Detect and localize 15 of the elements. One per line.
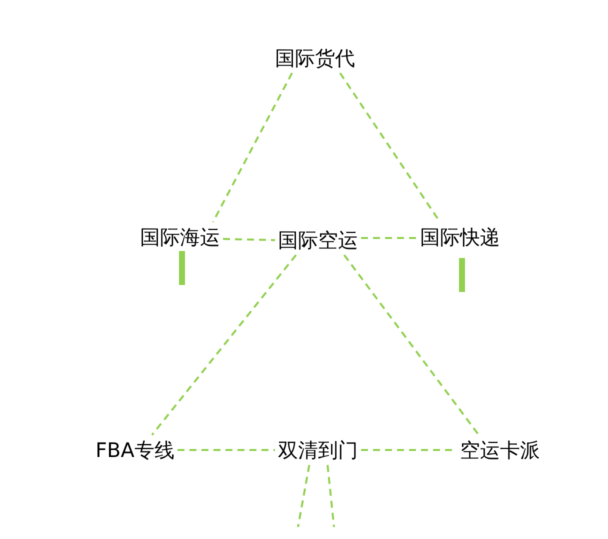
connector-line <box>326 464 335 528</box>
connector-line <box>212 72 293 222</box>
node-label: 国际海运 <box>140 225 220 249</box>
connector-line <box>222 238 276 242</box>
connector-line <box>177 449 275 451</box>
connector-line <box>343 254 480 436</box>
connector-line <box>297 464 310 528</box>
node-label: 国际货代 <box>275 46 355 70</box>
node-label: 双清到门 <box>278 438 358 462</box>
node-label: 空运卡派 <box>460 438 540 462</box>
connector-line <box>361 237 417 239</box>
connector-line <box>151 254 297 436</box>
node-label: FBA专线 <box>96 438 174 462</box>
node-label: 国际空运 <box>278 228 358 252</box>
node-label: 国际快递 <box>420 225 500 249</box>
